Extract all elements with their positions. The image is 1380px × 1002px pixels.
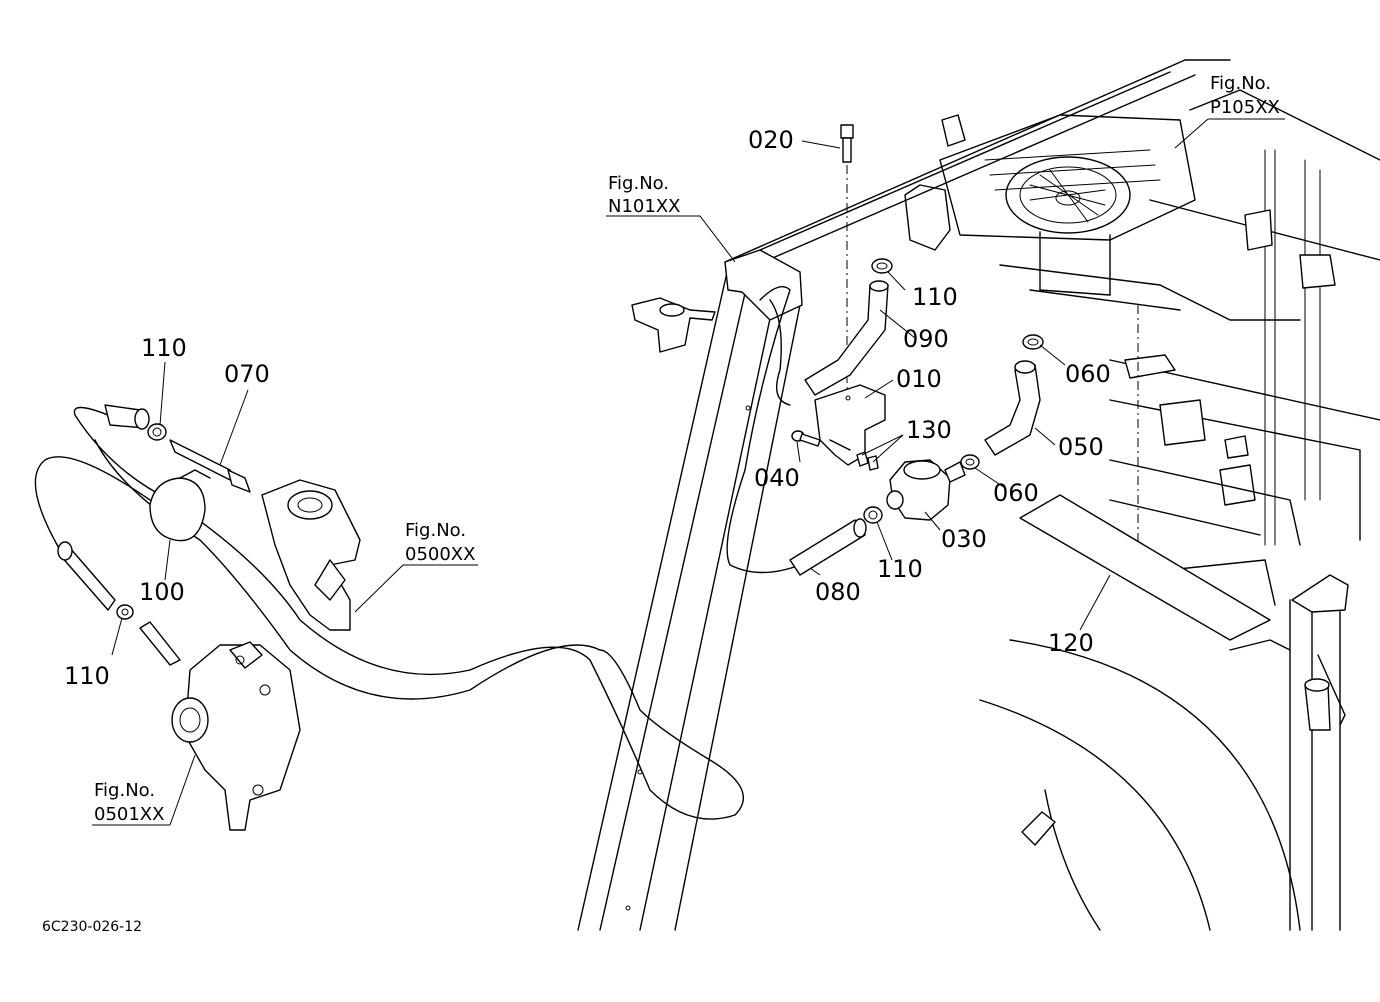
- part-labels: 110 070 100 110 020 110 090 010 130 040 …: [64, 126, 1111, 690]
- label-110-d: 110: [877, 555, 923, 583]
- svg-text:P105XX: P105XX: [1210, 97, 1280, 118]
- fig-ref-0501xx: Fig.No. 0501XX: [94, 780, 164, 825]
- label-120: 120: [1048, 629, 1094, 657]
- drawing-code: 6C230-026-12: [42, 919, 142, 935]
- fig-ref-n101xx: Fig.No. N101XX: [608, 173, 680, 217]
- cab-frame: [577, 59, 1349, 931]
- svg-text:Fig.No.: Fig.No.: [94, 780, 155, 801]
- fig-ref-p105xx: Fig.No. P105XX: [1210, 73, 1280, 118]
- label-060-a: 060: [1065, 360, 1111, 388]
- label-110-c: 110: [912, 283, 958, 311]
- label-130: 130: [906, 416, 952, 444]
- label-060-b: 060: [993, 479, 1039, 507]
- svg-text:Fig.No.: Fig.No.: [1210, 73, 1271, 94]
- label-090: 090: [903, 325, 949, 353]
- svg-text:N101XX: N101XX: [608, 196, 680, 217]
- svg-text:Fig.No.: Fig.No.: [608, 173, 669, 194]
- label-050: 050: [1058, 433, 1104, 461]
- label-040: 040: [754, 464, 800, 492]
- label-010: 010: [896, 365, 942, 393]
- label-080: 080: [815, 578, 861, 606]
- label-110-b: 110: [64, 662, 110, 690]
- label-020: 020: [748, 126, 794, 154]
- label-110-a: 110: [141, 334, 187, 362]
- svg-text:0501XX: 0501XX: [94, 804, 164, 825]
- hose-fittings: [57, 124, 1271, 831]
- label-070: 070: [224, 360, 270, 388]
- svg-text:0500XX: 0500XX: [405, 544, 475, 565]
- blower-unit: [904, 89, 1380, 546]
- leader-lines: [92, 118, 1285, 826]
- fig-ref-0500xx: Fig.No. 0500XX: [405, 520, 475, 565]
- heater-hose-long: [34, 286, 801, 820]
- label-030: 030: [941, 525, 987, 553]
- svg-text:Fig.No.: Fig.No.: [405, 520, 466, 541]
- figure-references: Fig.No. N101XX Fig.No. P105XX Fig.No. 05…: [94, 73, 1280, 825]
- label-100: 100: [139, 578, 185, 606]
